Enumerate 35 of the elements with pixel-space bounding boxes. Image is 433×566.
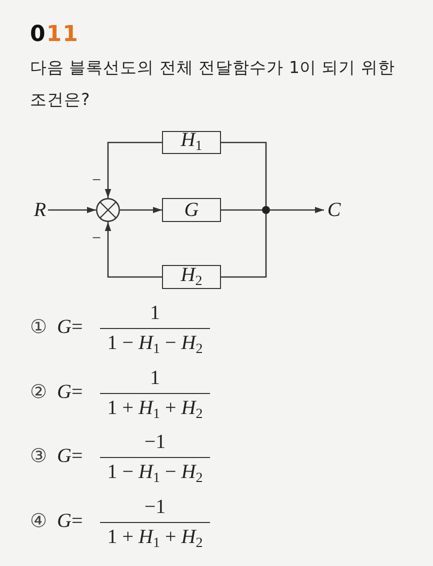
option-number: ④ xyxy=(30,508,48,532)
fraction-numerator: 1 xyxy=(149,366,161,390)
sign-label: − xyxy=(92,230,102,248)
arrow xyxy=(120,206,162,214)
option-number: ② xyxy=(30,380,48,404)
question-text: 다음 블록선도의 전체 전달함수가 1이 되기 위한 조건은? xyxy=(30,57,396,111)
sign-label: − xyxy=(92,172,102,190)
fraction-numerator: −1 xyxy=(143,494,167,518)
fraction-denominator: 1 − H$_{1}$ − H$_{2}$ xyxy=(106,460,204,488)
fraction-numerator: −1 xyxy=(143,430,167,454)
question-number: 011 xyxy=(30,22,79,47)
formula-text: G= xyxy=(57,380,84,404)
formula-text: G= xyxy=(57,508,84,532)
option-number: ③ xyxy=(30,444,48,468)
block-label: G xyxy=(184,198,199,222)
signal-label: C xyxy=(327,198,341,222)
fraction-denominator: 1 − H$_{1}$ − H$_{2}$ xyxy=(106,331,204,360)
block-box xyxy=(162,131,221,154)
arrow xyxy=(104,142,162,198)
signal-label: R xyxy=(34,198,46,222)
block-label: H$_{1}$ xyxy=(180,129,202,156)
arrow xyxy=(270,206,324,214)
fraction-denominator: 1 + H$_{1}$ + H$_{2}$ xyxy=(106,524,204,553)
fraction-denominator: 1 + H$_{1}$ + H$_{2}$ xyxy=(106,396,204,424)
formula-text: G= xyxy=(57,315,84,339)
block-box xyxy=(162,265,221,289)
summing-junction xyxy=(96,198,120,222)
arrow xyxy=(48,206,96,214)
branch-point xyxy=(262,206,270,214)
fraction-numerator: 1 xyxy=(149,301,161,325)
option-number: ① xyxy=(30,315,48,339)
formula-text: G= xyxy=(57,444,84,468)
arrow xyxy=(104,222,162,278)
block-label: H$_{2}$ xyxy=(180,264,202,290)
block-box xyxy=(162,198,221,222)
